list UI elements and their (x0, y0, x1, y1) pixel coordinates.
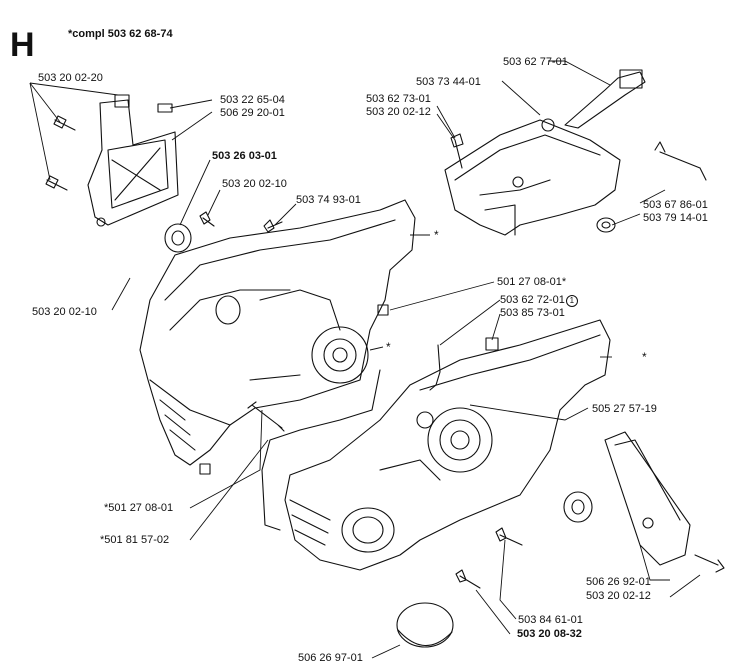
callout-503-20-02-12: 503 20 02-12 (366, 106, 431, 118)
circled-reference-mark: 1 (565, 295, 578, 307)
callout-503-20-08-32: 503 20 08-32 (517, 628, 582, 640)
callout-503-20-02-10: 503 20 02-10 (222, 178, 287, 190)
screw-part (694, 554, 725, 573)
clip-part (157, 103, 173, 113)
wire-part (429, 344, 441, 391)
compl-note: *compl 503 62 68-74 (68, 28, 173, 40)
guard-part (604, 431, 691, 566)
sleeve-part (199, 463, 211, 475)
screw-part (45, 115, 76, 191)
screw-part (199, 211, 215, 227)
grommet-part (596, 217, 616, 233)
callout-503-62-77-01: 503 62 77-01 (503, 56, 568, 68)
top-cover (444, 118, 621, 236)
callout-503-62-73-01: 503 62 73-01 (366, 93, 431, 105)
lever-part (564, 69, 646, 129)
pin-part (247, 401, 285, 432)
callout-503-26-03-01: 503 26 03-01 (212, 150, 277, 162)
rod-part (654, 141, 707, 181)
callout-506-29-20-01: 506 29 20-01 (220, 107, 285, 119)
callout-506-26-97-01: 506 26 97-01 (298, 652, 363, 664)
crankcase-right-half (284, 319, 611, 571)
bracket-part (87, 94, 179, 227)
callout-503-20-02-12-right: 503 20 02-12 (586, 590, 651, 602)
sleeve-part (485, 337, 499, 351)
screw-part (263, 219, 283, 233)
callout-503-62-72-01-number: 503 62 72-01 (500, 294, 565, 306)
callout-501-27-08-01: 501 27 08-01* (497, 276, 567, 288)
gasket (261, 369, 381, 531)
seal-ring (563, 491, 593, 523)
callout-503-20-02-20: 503 20 02-20 (38, 72, 103, 84)
callout-503-74-93-01: 503 74 93-01 (296, 194, 361, 206)
callout-503-22-65-04: 503 22 65-04 (220, 94, 285, 106)
callout-501-27-08-01-star: *501 27 08-01 (104, 502, 174, 514)
callout-503-79-14-01: 503 79 14-01 (643, 212, 708, 224)
crankcase-left-half (139, 199, 416, 466)
plug-part (396, 602, 454, 648)
callout-506-26-92-01: 506 26 92-01 (586, 576, 651, 588)
callout-505-27-57-19: 505 27 57-19 (592, 403, 657, 415)
callout-503-84-61-01: 503 84 61-01 (518, 614, 583, 626)
asterisk-marker: * (642, 350, 647, 364)
screw-part (450, 133, 464, 169)
callout-501-81-57-02: *501 81 57-02 (100, 534, 170, 546)
leader-lines (29, 60, 701, 659)
seal-ring (164, 223, 192, 253)
screw-part (495, 527, 523, 546)
callout-503-73-44-01: 503 73 44-01 (416, 76, 481, 88)
sleeve-part (377, 304, 389, 316)
callout-503-85-73-01: 503 85 73-01 (500, 307, 565, 319)
callout-503-67-86-01: 503 67 86-01 (643, 199, 708, 211)
asterisk-marker: * (386, 340, 391, 354)
screw-part (455, 569, 481, 589)
callout-503-20-02-10-lower: 503 20 02-10 (32, 306, 97, 318)
asterisk-marker: * (434, 228, 439, 242)
section-letter: H (10, 26, 35, 64)
